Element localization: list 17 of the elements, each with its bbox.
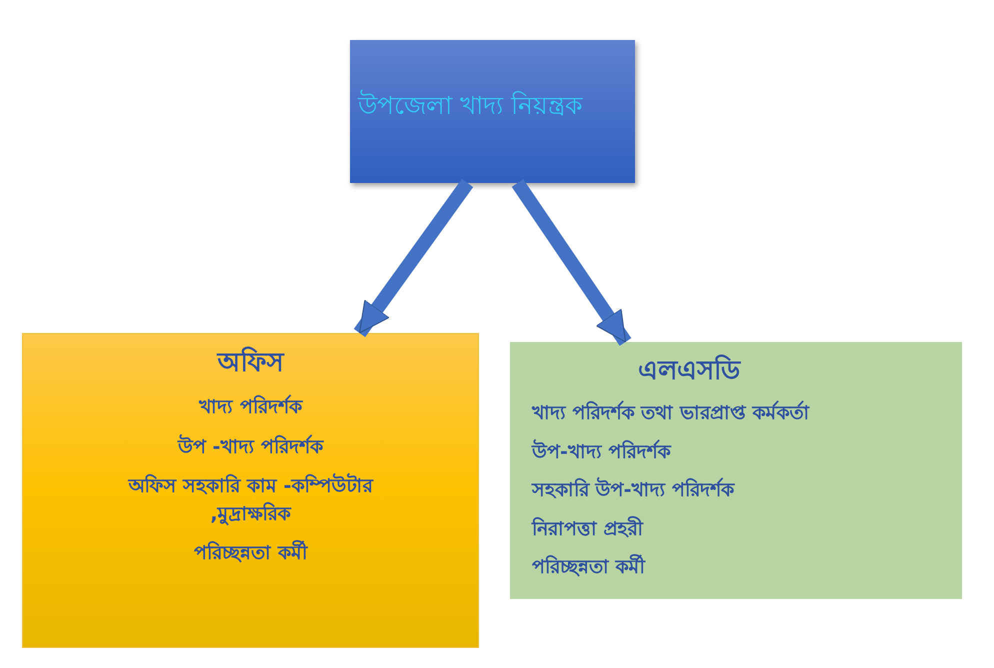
arrow [354,178,474,338]
list-item: সহকারি উপ-খাদ্য পরিদর্শক [532,477,734,504]
list-item: খাদ্য পরিদর্শক তথা ভারপ্রাপ্ত কর্মকর্তা [532,400,810,426]
list-item: উপ -খাদ্য পরিদর্শক [178,434,324,460]
group-box [510,342,962,599]
title-box [350,40,635,183]
list-item: অফিস সহকারি কাম -কম্পিউটার ,মুদ্রাক্ষরিক [126,473,374,528]
list-item: উপ-খাদ্য পরিদর্শক [532,438,671,465]
list-item: পরিচ্ছন্নতা কর্মী [194,540,307,566]
list-item: নিরাপত্তা প্রহরী [532,516,643,542]
group-box [22,333,479,648]
list-item: খাদ্য পরিদর্শক [199,394,302,420]
box-title: উপজেলা খাদ্য নিয়ন্ত্রক [358,88,584,122]
box-heading: এলএসডি [638,354,740,388]
arrow [512,179,632,346]
box-heading: অফিস [218,346,284,380]
list-item: পরিচ্ছন্নতা কর্মী [532,554,645,580]
